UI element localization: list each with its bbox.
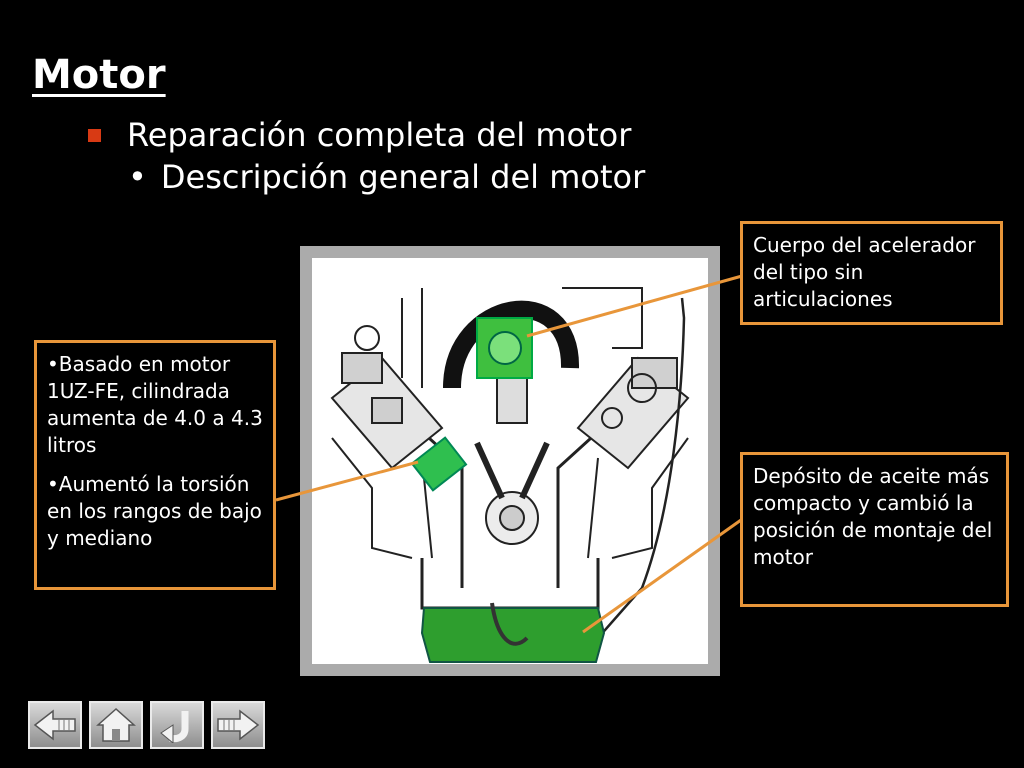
oil-pan-callout: Depósito de aceite más compacto y cambió… <box>740 452 1009 607</box>
square-bullet-icon <box>88 128 101 142</box>
back-button[interactable] <box>28 701 82 749</box>
throttle-callout-text: Cuerpo del acelerador del tipo sin artic… <box>753 233 976 311</box>
bullet-level2: • Descripción general del motor <box>128 158 645 196</box>
home-icon <box>96 707 136 742</box>
bullet1-text: Reparación completa del motor <box>127 116 632 154</box>
engine-base-point-2: •Aumentó la torsión en los rangos de baj… <box>47 472 262 550</box>
engine-base-callout: •Basado en motor 1UZ-FE, cilindrada aume… <box>34 340 276 590</box>
oil-callout-text: Depósito de aceite más compacto y cambió… <box>753 464 993 569</box>
bullet2-text: Descripción general del motor <box>160 158 646 196</box>
bullet-level1: Reparación completa del motor <box>88 116 631 154</box>
throttle-body-callout: Cuerpo del acelerador del tipo sin artic… <box>740 221 1003 325</box>
engine-base-point-1: •Basado en motor 1UZ-FE, cilindrada aume… <box>47 352 263 457</box>
return-button[interactable] <box>150 701 204 749</box>
back-arrow-icon <box>33 709 76 741</box>
engine-cutaway-image <box>312 258 708 664</box>
next-button[interactable] <box>211 701 265 749</box>
engine-diagram-frame <box>300 246 720 676</box>
bullet2-marker: • <box>128 158 147 196</box>
return-icon <box>160 711 189 743</box>
forward-arrow-icon <box>217 709 260 741</box>
home-button[interactable] <box>89 701 143 749</box>
slide-title: Motor <box>32 52 166 98</box>
